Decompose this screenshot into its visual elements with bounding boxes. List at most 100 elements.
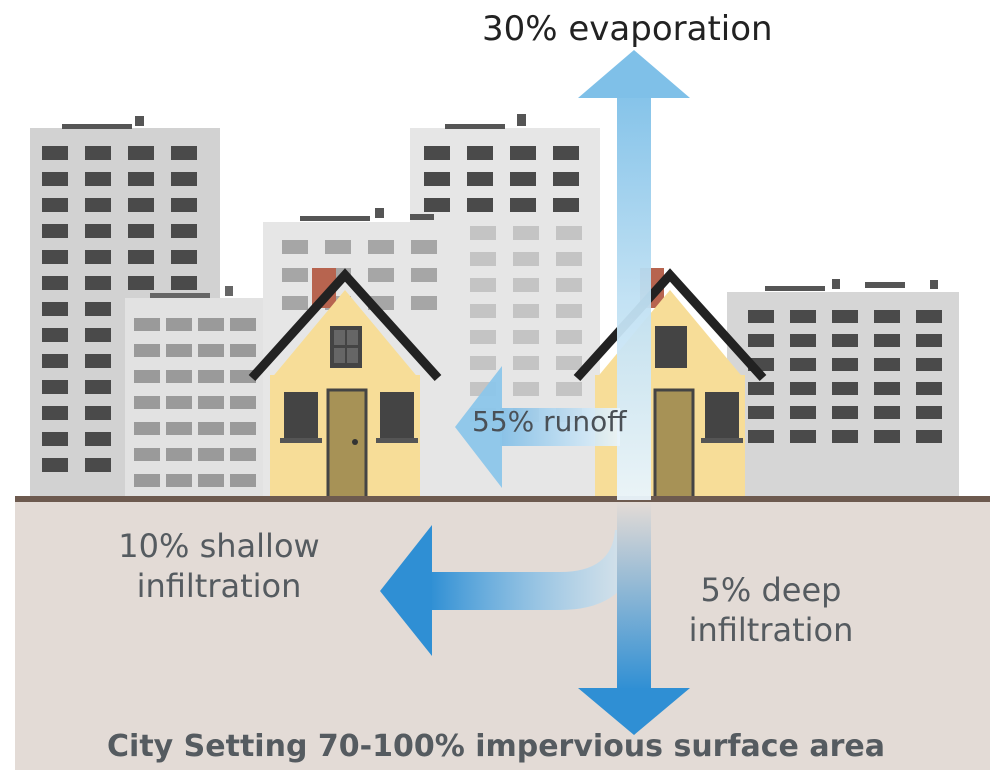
building-window	[134, 474, 160, 487]
building-window	[166, 422, 192, 435]
building-window	[470, 226, 496, 240]
building-window	[198, 396, 224, 409]
building-window	[85, 172, 111, 186]
building-window	[513, 330, 539, 344]
building-window	[513, 304, 539, 318]
building-window	[42, 172, 68, 186]
building-window	[85, 250, 111, 264]
building-window	[424, 198, 450, 212]
building-window	[166, 474, 192, 487]
building-window	[513, 226, 539, 240]
building-window	[556, 330, 582, 344]
building-window	[134, 370, 160, 383]
building-window	[510, 172, 536, 186]
building-window	[748, 382, 774, 395]
building-window	[42, 224, 68, 238]
building-window	[85, 432, 111, 446]
building-window	[171, 250, 197, 264]
building-window	[85, 354, 111, 368]
building-window	[134, 422, 160, 435]
building-window	[790, 310, 816, 323]
building-window	[916, 310, 942, 323]
building-window	[171, 172, 197, 186]
tall-building-center	[410, 114, 600, 500]
building-window	[411, 268, 437, 282]
building-window	[134, 396, 160, 409]
building-window	[85, 198, 111, 212]
building-window	[916, 334, 942, 347]
building-window	[874, 310, 900, 323]
building-window	[230, 318, 256, 331]
building-window	[553, 172, 579, 186]
building-window	[85, 380, 111, 394]
building-window	[85, 302, 111, 316]
building-window	[467, 172, 493, 186]
building-window	[510, 146, 536, 160]
building-window	[42, 406, 68, 420]
building-window	[470, 304, 496, 318]
building-window	[513, 382, 539, 396]
shallow-label-line2: infiltration	[136, 567, 302, 605]
building-window	[128, 276, 154, 290]
building-window	[230, 474, 256, 487]
building-window	[748, 310, 774, 323]
building-window	[128, 198, 154, 212]
building-window	[832, 406, 858, 419]
building-window	[230, 396, 256, 409]
building-window	[128, 224, 154, 238]
building-window	[230, 448, 256, 461]
building-window	[470, 252, 496, 266]
building-window	[916, 430, 942, 443]
building-window	[513, 278, 539, 292]
ground-line	[15, 496, 990, 502]
building-window	[368, 240, 394, 254]
building-window	[748, 334, 774, 347]
building-window	[790, 406, 816, 419]
building-window	[85, 146, 111, 160]
building-window	[832, 430, 858, 443]
building-window	[128, 146, 154, 160]
diagram-caption: City Setting 70-100% impervious surface …	[107, 729, 885, 764]
ground	[15, 500, 990, 770]
shallow-infiltration-label: 10% shallow infiltration	[106, 526, 332, 606]
building-window	[282, 296, 308, 310]
building-window	[916, 406, 942, 419]
deep-label-line2: infiltration	[688, 611, 854, 649]
building-window	[42, 354, 68, 368]
building-window	[553, 146, 579, 160]
evaporation-arrow	[578, 50, 690, 500]
building-window	[424, 172, 450, 186]
building-window	[832, 382, 858, 395]
building-window	[166, 370, 192, 383]
building-window	[556, 278, 582, 292]
building-window	[42, 146, 68, 160]
building-window	[424, 146, 450, 160]
runoff-arrow	[455, 366, 620, 488]
building-window	[874, 430, 900, 443]
building-window	[198, 448, 224, 461]
shallow-infiltration-arrow	[380, 525, 640, 656]
building-window	[198, 344, 224, 357]
building-window	[513, 252, 539, 266]
building-window	[832, 334, 858, 347]
building-window	[790, 430, 816, 443]
building-window	[134, 318, 160, 331]
building-window	[230, 422, 256, 435]
building-window	[134, 448, 160, 461]
building-window	[42, 380, 68, 394]
building-window	[874, 334, 900, 347]
building-window	[85, 276, 111, 290]
building-window	[166, 448, 192, 461]
building-window	[166, 344, 192, 357]
building-window	[832, 310, 858, 323]
building-window	[790, 334, 816, 347]
building-window	[134, 344, 160, 357]
evaporation-label: 30% evaporation	[482, 9, 773, 49]
building-window	[467, 146, 493, 160]
deep-infiltration-label: 5% deep infiltration	[676, 570, 866, 650]
building-window	[85, 328, 111, 342]
building-window	[748, 430, 774, 443]
building-window	[42, 276, 68, 290]
building-window	[556, 252, 582, 266]
